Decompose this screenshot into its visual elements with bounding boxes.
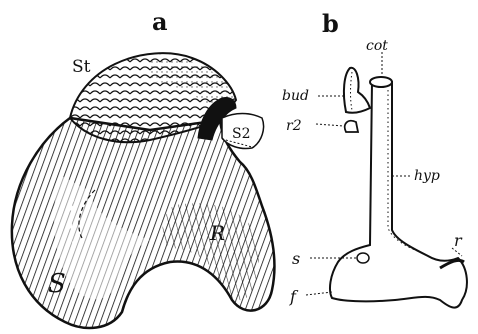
label-s: S <box>48 269 66 299</box>
seedling-outline <box>330 82 467 308</box>
cotyledon-top <box>370 77 392 87</box>
label-st: St <box>72 57 91 77</box>
panel-b-letter: b <box>322 9 339 38</box>
label-r-small: r <box>454 231 463 250</box>
label-hyp: hyp <box>414 168 440 184</box>
panel-a: a St S2 R S <box>12 7 275 328</box>
label-bud: bud <box>282 88 309 104</box>
label-f: f <box>289 287 299 306</box>
panel-b: b cot bud r2 hyp s r f <box>282 9 467 308</box>
label-cot: cot <box>366 38 388 54</box>
label-r2: r2 <box>286 118 302 134</box>
r2-bump <box>345 121 358 132</box>
label-r: R <box>209 221 225 245</box>
label-s2: S2 <box>232 126 251 142</box>
label-s-small: s <box>292 249 300 268</box>
s-circle <box>357 253 369 263</box>
panel-a-letter: a <box>152 7 168 36</box>
bud-shape <box>344 68 370 113</box>
